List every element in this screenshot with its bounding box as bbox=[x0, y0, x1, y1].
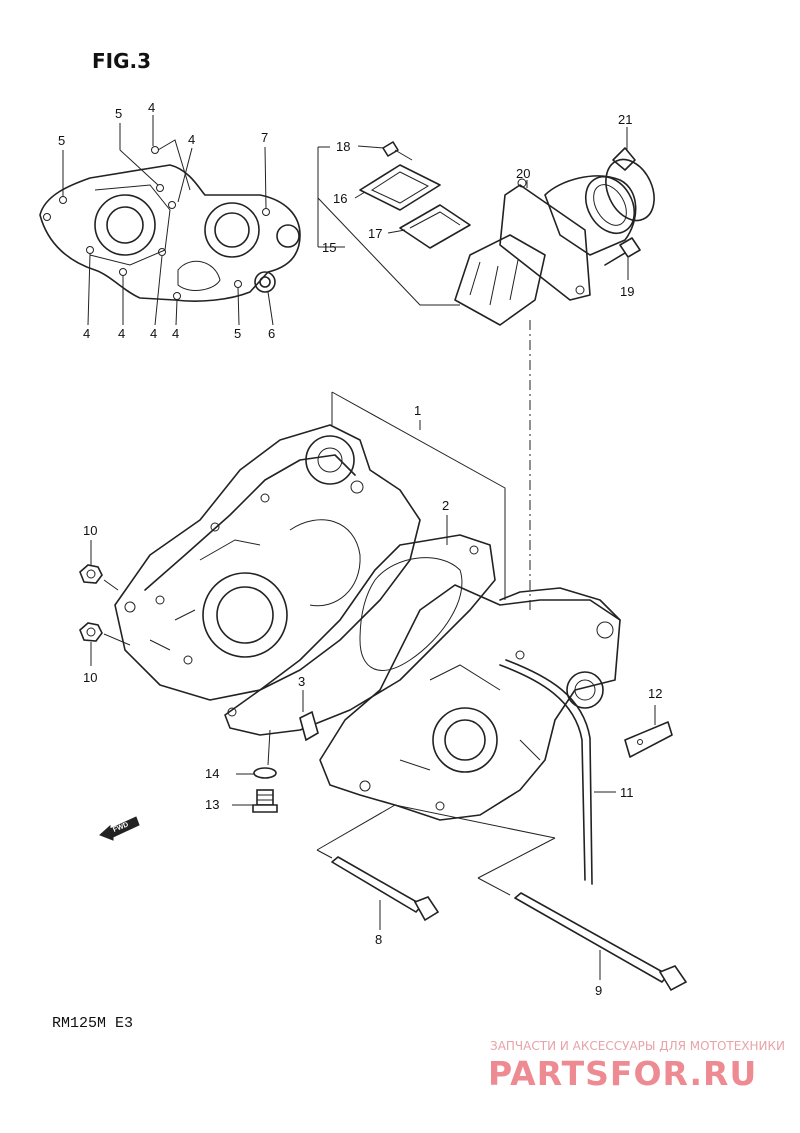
crankcase-gasket bbox=[224, 534, 496, 736]
long-bolt-9 bbox=[514, 892, 688, 992]
gasket-view-leaders bbox=[62, 115, 274, 326]
callout-9: 9 bbox=[595, 983, 602, 998]
watermark-tagline: ЗАПЧАСТИ И АКСЕССУАРЫ ДЛЯ МОТОТЕХНИКИ bbox=[490, 1039, 785, 1053]
callout-4b: 4 bbox=[188, 132, 195, 147]
reed-valve-assembly bbox=[359, 141, 655, 326]
callout-10a: 10 bbox=[83, 523, 97, 538]
callout-5a: 5 bbox=[58, 133, 65, 148]
drain-bolt bbox=[252, 789, 278, 813]
breather-hose-outline bbox=[505, 659, 593, 885]
callout-14: 14 bbox=[205, 766, 219, 781]
watermark-brand: PARTSFOR.RU bbox=[488, 1054, 757, 1093]
model-label: RM125M E3 bbox=[52, 1015, 133, 1032]
callout-13: 13 bbox=[205, 797, 219, 812]
callout-17: 17 bbox=[368, 226, 382, 241]
sealing-washer bbox=[253, 767, 277, 779]
forward-direction-arrow: FWD bbox=[99, 816, 140, 841]
callout-10b: 10 bbox=[83, 670, 97, 685]
callout-5b: 5 bbox=[115, 106, 122, 121]
callout-19: 19 bbox=[620, 284, 634, 299]
main-leaders bbox=[90, 391, 656, 980]
long-bolt-8 bbox=[331, 856, 440, 922]
callout-1: 1 bbox=[414, 403, 421, 418]
dowel-pin bbox=[299, 710, 319, 742]
callout-15: 15 bbox=[322, 240, 336, 255]
crankcase-right-half bbox=[319, 584, 621, 821]
callout-4d: 4 bbox=[118, 326, 125, 341]
callout-20: 20 bbox=[516, 166, 530, 181]
figure-title: FIG.3 bbox=[92, 49, 151, 73]
nuts-10 bbox=[79, 564, 103, 642]
crankcase-gasket-view bbox=[39, 139, 301, 302]
reed-valve-leaders bbox=[317, 127, 629, 306]
callout-6: 6 bbox=[268, 326, 275, 341]
hose-bracket bbox=[624, 721, 673, 758]
callout-18: 18 bbox=[336, 139, 350, 154]
callout-16: 16 bbox=[333, 191, 347, 206]
callout-4f: 4 bbox=[172, 326, 179, 341]
callout-8: 8 bbox=[375, 932, 382, 947]
callout-4e: 4 bbox=[150, 326, 157, 341]
callout-2: 2 bbox=[442, 498, 449, 513]
crankcase-left-half bbox=[114, 424, 421, 701]
callout-7: 7 bbox=[261, 130, 268, 145]
callout-4a: 4 bbox=[148, 100, 155, 115]
callout-21: 21 bbox=[618, 112, 632, 127]
callout-5c: 5 bbox=[234, 326, 241, 341]
breather-hose bbox=[499, 664, 586, 881]
callout-3: 3 bbox=[298, 674, 305, 689]
callout-4c: 4 bbox=[83, 326, 90, 341]
callout-11: 11 bbox=[620, 785, 634, 800]
callout-12: 12 bbox=[648, 686, 662, 701]
